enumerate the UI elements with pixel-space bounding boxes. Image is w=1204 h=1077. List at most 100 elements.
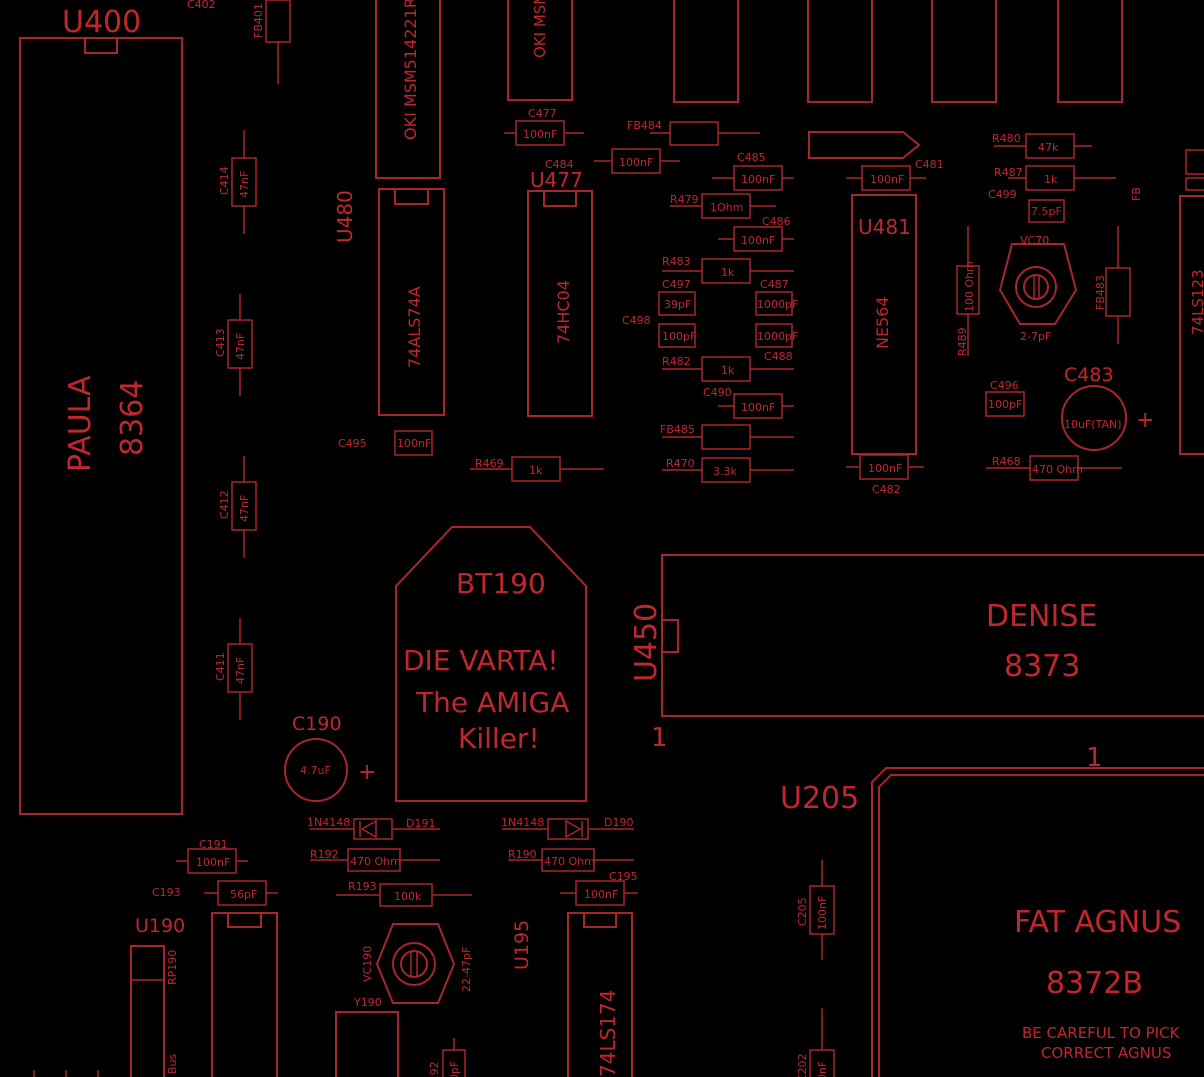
cap-c190-ref: C190 (292, 713, 342, 735)
cap-c193: 56pF C193 (152, 880, 278, 906)
diode-d191-ref: D191 (406, 817, 435, 830)
diode-d190-ref: D190 (604, 816, 633, 829)
cap-c412-val: 47nF (238, 495, 251, 522)
cap-c192-val: 10pF (448, 1061, 461, 1077)
chip-ram1: OKI MSM514221RS (375, 0, 441, 179)
cap-c412-ref: C412 (218, 490, 231, 519)
cap-c202: 100nF C202 (796, 1008, 835, 1077)
resistor-r470: 3.3k R470 (662, 457, 794, 483)
cap-c191-ref: C191 (199, 838, 228, 851)
resistor-r468: 470 Ohm R468 (986, 455, 1122, 481)
chip-u400-paula: U400 PAULA 8364 (19, 5, 183, 815)
chip-u190-ref: U190 (135, 915, 185, 937)
connector-outline (808, 131, 921, 159)
cap-c482-val: 100nF (868, 462, 902, 475)
chip-ram2: OKI MSM (507, 0, 573, 101)
resistor-r469-val: 1k (529, 464, 543, 477)
resistor-r483: 1k R483 (662, 255, 794, 284)
chip-u400-ref: U400 (62, 5, 141, 40)
cap-c193-val: 56pF (230, 888, 257, 901)
cap-c413-val: 47nF (234, 333, 247, 360)
chip-u480: U480 74ALS74A (333, 188, 445, 416)
chip-u205-part: 8372B (1046, 966, 1143, 1001)
trimmer-vc70: VC70 2-7pF (998, 234, 1078, 343)
chip-u205-agnus: U205 1 FAT AGNUS 8372B BE CAREFUL TO PIC… (780, 743, 1204, 1077)
cap-c484: 100nF (594, 148, 680, 174)
cap-c205-ref: C205 (796, 897, 809, 926)
chip-u450-ref: U450 (629, 603, 664, 682)
resistor-r190-val: 470 Ohm (544, 855, 595, 868)
label-c402: C402 (187, 0, 216, 11)
cap-c195-ref: C195 (609, 870, 638, 883)
cap-c190: 4.7uF C190 + (284, 713, 376, 802)
chip-u450-denise: U450 DENISE 8373 1 (629, 554, 1204, 753)
cap-c413-ref: C413 (214, 328, 227, 357)
chip-u480-ref: U480 (333, 190, 357, 243)
resistor-r482-val: 1k (721, 364, 735, 377)
resistor-r193-ref: R193 (348, 880, 377, 893)
chip-u190: U190 RP190 Bus (130, 915, 185, 1077)
trimmer-vc70-val: 2-7pF (1020, 330, 1051, 343)
cap-c190-plus: + (358, 760, 376, 785)
chip-u477: U477 74HC04 (527, 168, 593, 417)
cap-c191-val: 100nF (196, 856, 230, 869)
resistor-r192-val: 470 Ohm (350, 855, 401, 868)
cap-c191: 100nF C191 (176, 838, 248, 874)
crystal-y190-ref: Y190 (353, 996, 382, 1009)
chip-u205-note1: BE CAREFUL TO PICK (1022, 1024, 1181, 1042)
resistor-r480-val: 47k (1038, 141, 1059, 154)
cap-c484-val: 100nF (619, 156, 653, 169)
cap-c412: 47nF C412 (218, 456, 257, 558)
cap-c190-val: 4.7uF (300, 764, 331, 777)
resistor-r480-ref: R480 (992, 132, 1021, 145)
cap-c487-ref: C487 (760, 278, 789, 291)
cap-c414: 47nF C414 (218, 130, 257, 234)
ferrite-fb485: FB485 (660, 423, 794, 450)
chip-u400-part: 8364 (115, 380, 150, 456)
cap-c202-ref: C202 (796, 1053, 809, 1077)
cap-c483-plus: + (1136, 408, 1154, 433)
resistor-r483-ref: R483 (662, 255, 691, 268)
resistor-r487: 1k R487 (994, 165, 1116, 191)
cap-c486-val: 100nF (741, 234, 775, 247)
diode-d190-type: 1N4148 (501, 816, 544, 829)
cap-c477-val: 100nF (523, 128, 557, 141)
chip-u450-pin1: 1 (651, 723, 668, 753)
cap-c497: 39pF C497 (658, 278, 696, 316)
trimmer-vc70-ref: VC70 (1020, 234, 1049, 247)
chip-u450-part: 8373 (1004, 649, 1080, 684)
cap-c486: 100nF C486 (718, 215, 794, 252)
chip-u195-part: 74LS174 (596, 990, 620, 1077)
chip-u205-ref: U205 (780, 781, 859, 816)
cap-c205-val: 100nF (816, 896, 829, 930)
resistor-r479: 1Ohm R479 (670, 193, 776, 219)
cap-c485: 100nF C485 (712, 151, 794, 191)
cap-c490-ref: C490 (703, 386, 732, 399)
resistor-r193: 100k R193 (336, 880, 472, 907)
cap-c497-val: 39pF (664, 298, 691, 311)
cap-c483: 10uF(TAN) C483 + (1061, 364, 1154, 451)
cap-c411: 47nF C411 (214, 618, 253, 720)
cap-c192: 10pF C192 (428, 1038, 466, 1077)
battery-bt190-ref: BT190 (456, 567, 546, 600)
resistor-r468-ref: R468 (992, 455, 1021, 468)
cap-c482: 100nF C482 (846, 454, 924, 496)
cap-c495-val: 100nF (397, 437, 431, 450)
cap-c487-val: 1000pF (757, 298, 798, 311)
cap-c481-val: 100nF (870, 173, 904, 186)
cap-c195-val: 100nF (584, 888, 618, 901)
cap-c413: 47nF C413 (214, 294, 253, 396)
chip-ram2-part: OKI MSM (531, 0, 549, 58)
battery-line2: The AMIGA (415, 686, 569, 719)
resistor-r489: 100 Ohm R489 (956, 226, 980, 356)
label-c484: C484 (545, 158, 574, 171)
resistor-r190: 470 Ohm R190 (508, 848, 634, 872)
ferrite-fb401-ref: FB401 (252, 3, 265, 38)
resistor-r489-val: 100 Ohm (963, 261, 976, 312)
chip-u481: U481 NE564 (851, 194, 917, 455)
cap-c499-ref: C499 (988, 188, 1017, 201)
resistor-r487-ref: R487 (994, 166, 1023, 179)
chip-u195: U195 74LS174 (511, 912, 633, 1077)
resistor-r468-val: 470 Ohm (1032, 463, 1083, 476)
cap-c477: 100nF C477 (504, 107, 584, 146)
